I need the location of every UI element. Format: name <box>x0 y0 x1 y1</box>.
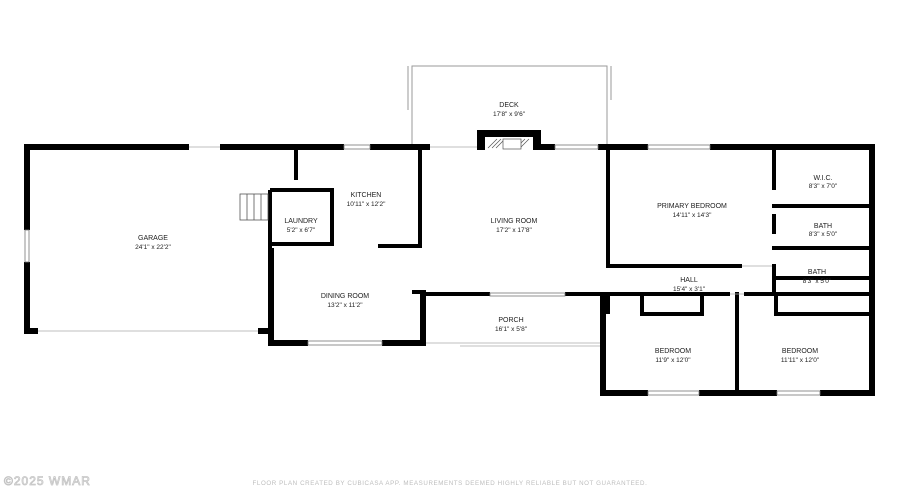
porch-label: PORCH <box>498 317 523 324</box>
exterior-walls <box>24 144 875 396</box>
wic-label: W.I.C. <box>813 175 832 182</box>
hall-dimensions: 15'4" x 3'1" <box>673 286 706 293</box>
primary-bedroom-label: PRIMARY BEDROOM <box>657 203 727 210</box>
bath-label: BATH <box>814 223 832 230</box>
room-labels: DECK 17'8" x 9'6" GARAGE 24'1" x 22'2" K… <box>135 102 838 364</box>
garage-steps <box>239 193 269 221</box>
bath-dimensions: 8'3" x 5'0" <box>803 278 832 285</box>
bedroom-dimensions: 11'11" x 12'0" <box>781 357 820 364</box>
living-room-dimensions: 17'2" x 17'8" <box>496 227 532 234</box>
bedroom-dimensions: 11'9" x 12'0" <box>655 357 691 364</box>
bath-dimensions: 8'3" x 5'0" <box>809 231 838 238</box>
living-room-label: LIVING ROOM <box>491 218 538 225</box>
deck-dimensions: 17'8" x 9'6" <box>493 111 526 118</box>
deck-label: DECK <box>499 102 519 109</box>
interior-walls <box>268 150 872 396</box>
fireplace <box>477 130 541 150</box>
laundry-dimensions: 5'2" x 6'7" <box>287 227 316 234</box>
door-openings <box>38 146 772 347</box>
bedroom-label: BEDROOM <box>655 348 691 355</box>
kitchen-label: KITCHEN <box>351 192 382 199</box>
bath-label: BATH <box>808 269 826 276</box>
porch-dimensions: 16'1" x 5'8" <box>495 326 528 333</box>
bedroom-label: BEDROOM <box>782 348 818 355</box>
dining-room-dimensions: 13'2" x 11'2" <box>327 302 363 309</box>
laundry-label: LAUNDRY <box>284 218 318 225</box>
garage-dimensions: 24'1" x 22'2" <box>135 244 171 251</box>
disclaimer-text: FLOOR PLAN CREATED BY CUBICASA APP. MEAS… <box>253 480 648 487</box>
deck-outline <box>407 65 612 145</box>
garage-label: GARAGE <box>138 235 168 242</box>
windows <box>24 144 821 396</box>
dining-room-label: DINING ROOM <box>321 293 369 300</box>
primary-bedroom-dimensions: 14'11" x 14'3" <box>673 212 712 219</box>
kitchen-dimensions: 10'11" x 12'2" <box>347 201 386 208</box>
copyright-watermark: ©2025 WMAR <box>4 474 91 488</box>
wic-dimensions: 8'3" x 7'0" <box>809 183 838 190</box>
hall-label: HALL <box>680 277 698 284</box>
